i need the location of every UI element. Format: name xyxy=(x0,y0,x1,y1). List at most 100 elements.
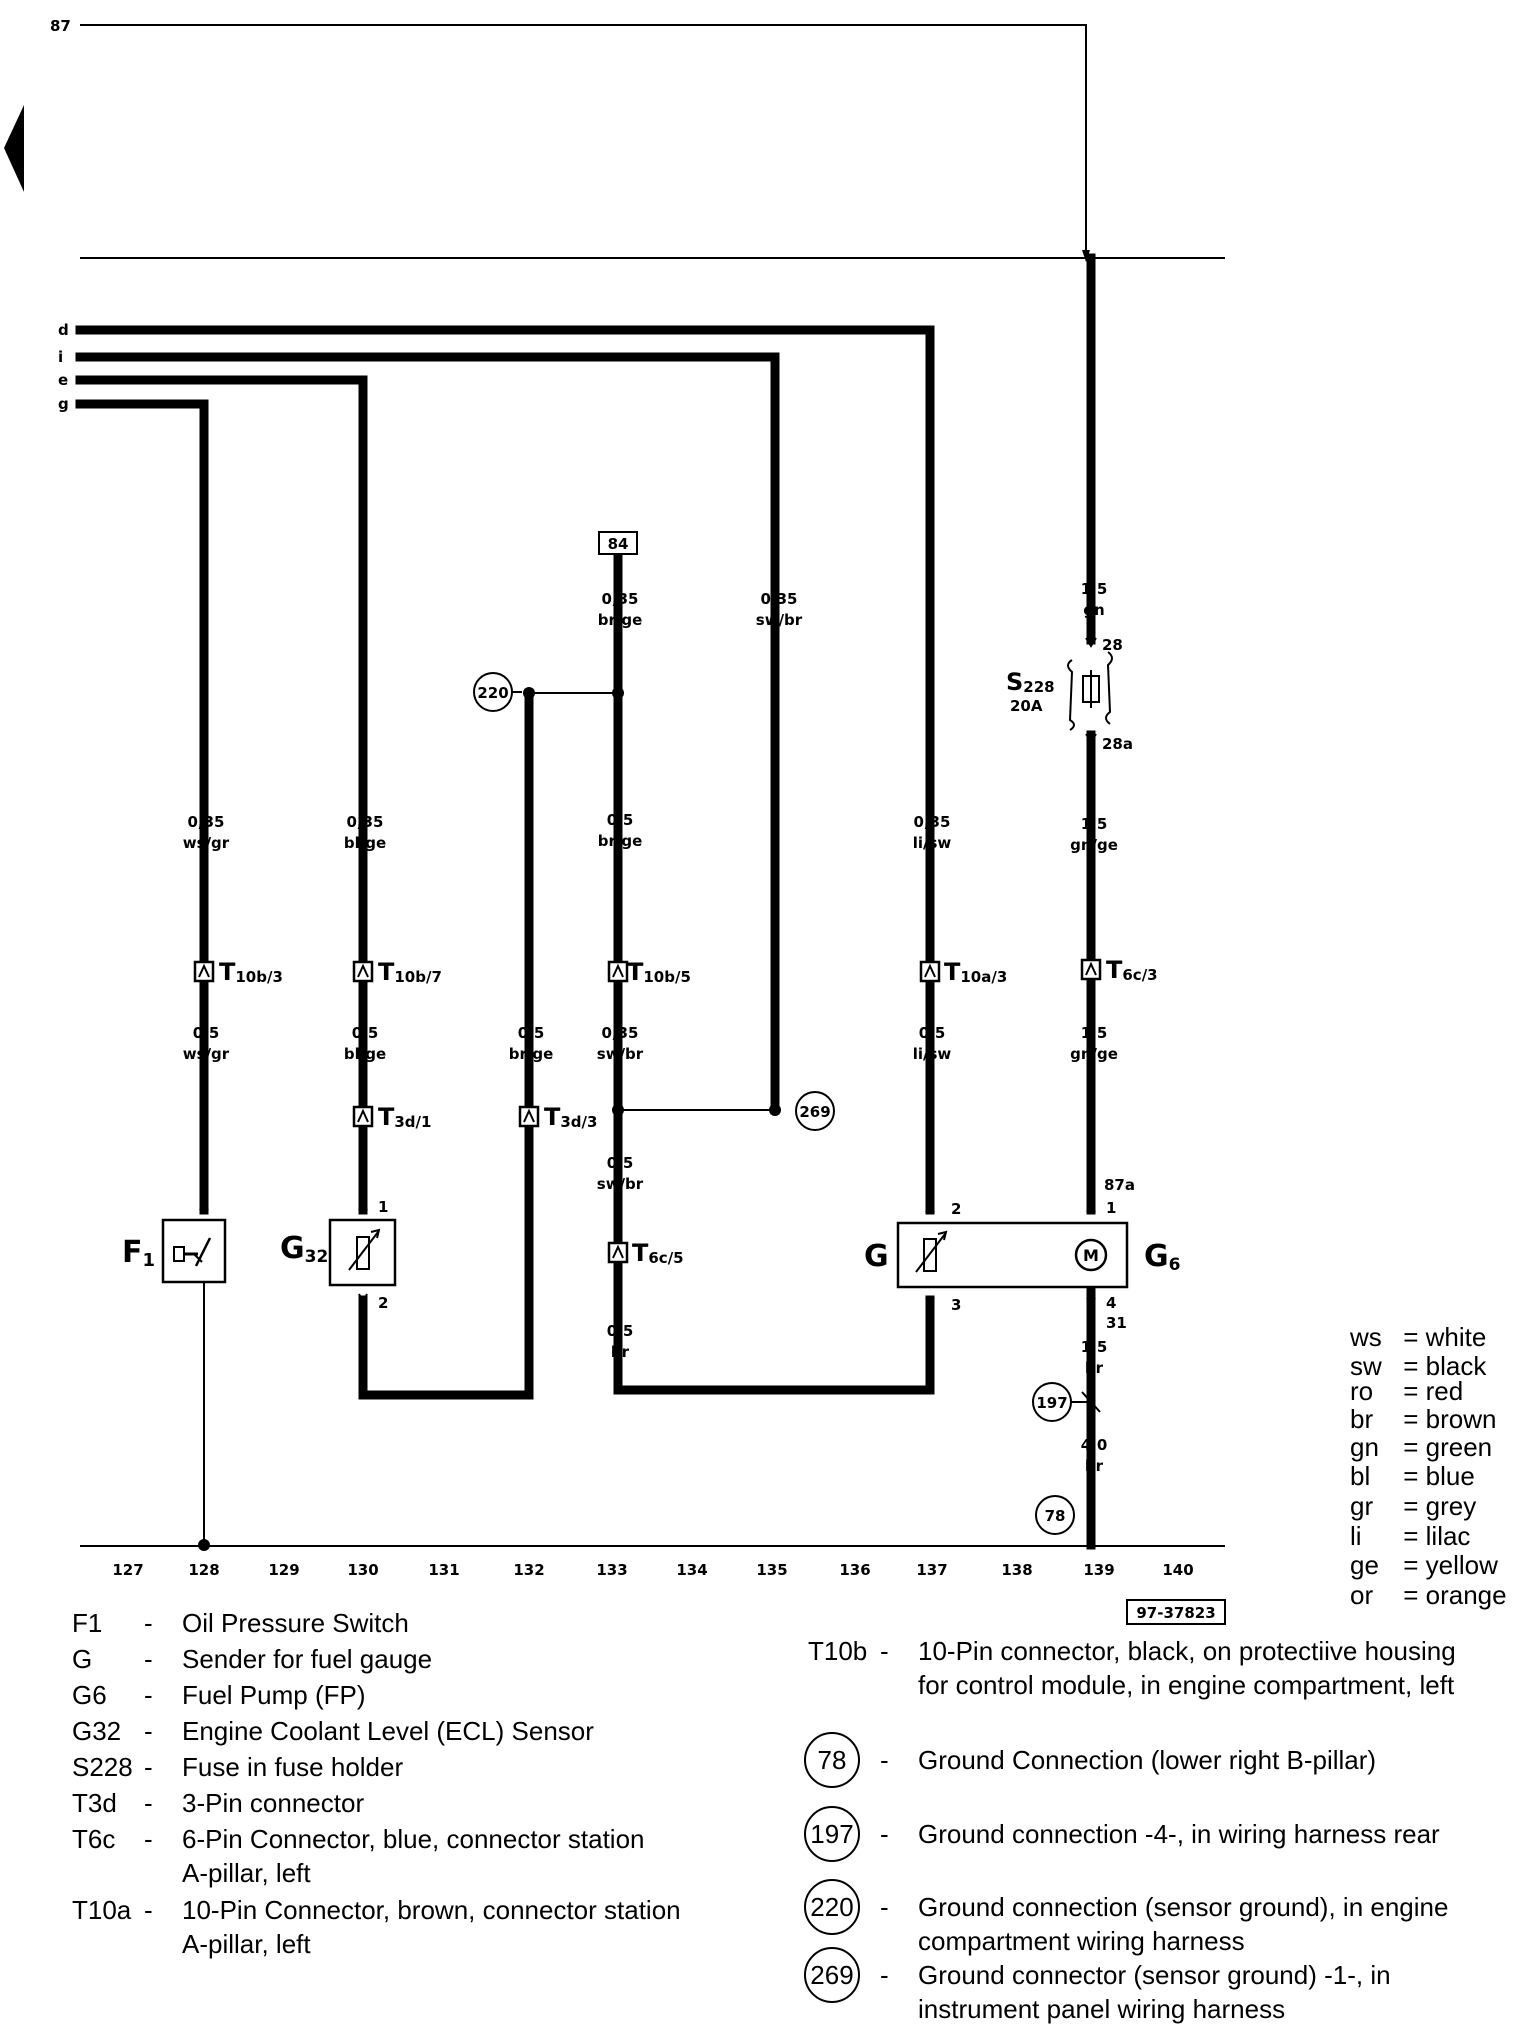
svg-text:S228: S228 xyxy=(1006,668,1055,696)
svg-text:ws = white: ws = white xyxy=(1349,1322,1486,1352)
fuse-label-sub: 228 xyxy=(1023,678,1054,696)
fuel-pump-motor-icon xyxy=(1074,1238,1108,1272)
junction-dot xyxy=(769,1104,781,1116)
wire-color-label: br/ge xyxy=(598,611,643,629)
wire-size-label: 0,35 xyxy=(601,590,638,608)
svg-text:G6: G6 xyxy=(1144,1239,1180,1275)
color-code: ro xyxy=(1350,1376,1373,1406)
connector-sub: 6c/3 xyxy=(1122,966,1157,984)
legend-desc: Fuel Pump (FP) xyxy=(182,1680,366,1710)
track-number: 132 xyxy=(513,1561,544,1579)
connector-sub: 10b/3 xyxy=(235,968,283,986)
connector-sub: 6c/5 xyxy=(648,1249,683,1267)
color-name: green xyxy=(1426,1432,1493,1462)
legend-code: S228 xyxy=(72,1752,133,1782)
fuse-s228: S228 20A 28 28a xyxy=(1006,636,1133,753)
track-number: 140 xyxy=(1162,1561,1193,1579)
connector-main: T xyxy=(544,1103,561,1131)
junction-dot xyxy=(612,1104,624,1116)
color-name: blue xyxy=(1426,1461,1475,1491)
pin-label: 87a xyxy=(1104,1176,1135,1194)
svg-text:gn = green: gn = green xyxy=(1350,1432,1492,1462)
wire-size-label: 0,35 xyxy=(913,813,950,831)
svg-text:ro = red: ro = red xyxy=(1350,1376,1463,1406)
component-label-main: G xyxy=(280,1231,305,1266)
wire-d-to-sender xyxy=(75,325,935,1215)
page-continue-arrow[interactable] xyxy=(4,105,24,192)
legend-code: 197 xyxy=(810,1819,853,1849)
legend-dash: - xyxy=(144,1788,153,1818)
track-number: 133 xyxy=(596,1561,627,1579)
wire-i-to-ground-269 xyxy=(75,352,780,1115)
legend-ground-220-icon xyxy=(804,1879,860,1935)
track-number: 139 xyxy=(1083,1561,1114,1579)
legend-code: G xyxy=(72,1644,92,1674)
legend-desc: A-pillar, left xyxy=(182,1858,311,1888)
wire-color-label: sw/br xyxy=(756,611,803,629)
legend-code: T6c xyxy=(72,1824,115,1854)
svg-text:T10b/3: T10b/3 xyxy=(219,958,283,986)
track-number: 138 xyxy=(1001,1561,1032,1579)
wire-color-label: br xyxy=(1085,1457,1104,1475)
fuse-pin-out: 28a xyxy=(1102,735,1133,753)
current-track-numbers: 127 128 129 130 131 132 133 134 135 136 … xyxy=(112,1561,1193,1579)
svg-text:T6c/5: T6c/5 xyxy=(632,1239,684,1267)
legend-dash: - xyxy=(144,1608,153,1638)
legend-dash: - xyxy=(144,1716,153,1746)
legend-desc: compartment wiring harness xyxy=(918,1926,1245,1956)
wire-color-label: br xyxy=(611,1343,630,1361)
component-label-sub: 1 xyxy=(143,1250,156,1271)
legend-desc: 3-Pin connector xyxy=(182,1788,364,1818)
legend-desc: instrument panel wiring harness xyxy=(918,1994,1285,2024)
color-code: br xyxy=(1350,1404,1373,1434)
component-label-sub: 32 xyxy=(305,1247,329,1267)
legend-code: T10a xyxy=(72,1895,132,1925)
svg-text:bl = blue: bl = blue xyxy=(1350,1461,1475,1491)
color-name: red xyxy=(1426,1376,1464,1406)
svg-text:li = lilac: li = lilac xyxy=(1350,1521,1470,1551)
ground-node-label: 220 xyxy=(477,684,508,702)
terminal-87-label: 87 xyxy=(50,17,71,35)
connector-sub: 3d/3 xyxy=(560,1113,597,1131)
connector-main: T xyxy=(378,958,395,986)
ref-box-84-label: 84 xyxy=(608,535,629,553)
wire-color-label: li/sw xyxy=(913,834,952,852)
connector-main: T xyxy=(632,1239,649,1267)
wire-color-label: bl/ge xyxy=(344,834,386,852)
legend-desc: Ground connector (sensor ground) -1-, in xyxy=(918,1960,1391,1990)
wire-color-label: li/sw xyxy=(913,1045,952,1063)
wire-size-label: 0,5 xyxy=(193,1024,220,1042)
svg-text:gr = grey: gr = grey xyxy=(1350,1491,1476,1521)
track-number: 129 xyxy=(268,1561,299,1579)
ground-node-269: 269 xyxy=(795,1091,835,1131)
connector-t10b-7: T10b/7 xyxy=(352,958,442,986)
pin-label: 2 xyxy=(378,1294,388,1312)
legend-dash: - xyxy=(880,1745,889,1775)
legend-dash: - xyxy=(880,1892,889,1922)
legend-code: 78 xyxy=(818,1745,847,1775)
wire-e-to-g32 xyxy=(75,375,368,1215)
connector-t10b-3: T10b/3 xyxy=(193,958,283,986)
legend-code: G6 xyxy=(72,1680,107,1710)
color-code: li xyxy=(1350,1521,1362,1551)
svg-text:br = brown: br = brown xyxy=(1350,1404,1496,1434)
color-code: gr xyxy=(1350,1491,1373,1521)
legend-code: T10b xyxy=(808,1636,867,1666)
legend-code: F1 xyxy=(72,1608,102,1638)
track-number: 137 xyxy=(916,1561,947,1579)
connector-main: T xyxy=(627,958,644,986)
wire-color-label: bl/ge xyxy=(344,1045,386,1063)
fuse-label-main: S xyxy=(1006,668,1023,696)
wire-size-label: 0,35 xyxy=(346,813,383,831)
legend-desc: 6-Pin Connector, blue, connector station xyxy=(182,1824,645,1854)
svg-text:T10b/7: T10b/7 xyxy=(378,958,442,986)
color-code: ge xyxy=(1350,1550,1379,1580)
svg-text:F1: F1 xyxy=(122,1235,155,1271)
color-name: white xyxy=(1425,1322,1487,1352)
color-name: grey xyxy=(1426,1491,1477,1521)
ground-node-label: 269 xyxy=(799,1103,830,1121)
fuel-sender-pump-unit: G 2 3 M G6 87a 1 4 31 xyxy=(864,1176,1180,1332)
connector-main: T xyxy=(219,958,236,986)
fuse-pin-in: 28 xyxy=(1102,636,1123,654)
junction-dot xyxy=(612,687,624,699)
